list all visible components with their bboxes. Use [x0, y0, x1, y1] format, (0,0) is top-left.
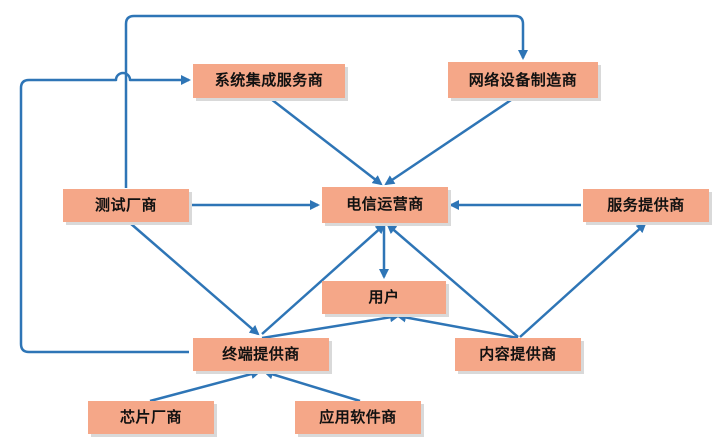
node-user: 用户 — [322, 281, 446, 314]
edge-zhongduan-to-xitong — [19, 71, 191, 354]
edge-zhongduan-to-dianxin — [261, 223, 386, 335]
node-network-equipment-maker: 网络设备制造商 — [448, 62, 598, 98]
edge-neirong-to-yonghu — [396, 312, 519, 340]
edge-zhongduan-to-yonghu — [261, 312, 400, 340]
edge-neirong-to-dianxin — [386, 223, 519, 338]
node-terminal-provider: 终端提供商 — [193, 338, 329, 371]
edge-ceshi-to-wangluo — [124, 14, 528, 188]
node-application-software-vendor: 应用软件商 — [295, 401, 421, 434]
edge-neirong-to-fuwu — [519, 222, 647, 338]
node-content-provider: 内容提供商 — [455, 338, 581, 371]
node-test-vendor: 测试厂商 — [63, 189, 189, 222]
node-telecom-operator: 电信运营商 — [322, 187, 448, 223]
node-chip-vendor: 芯片厂商 — [88, 401, 214, 434]
edge-xinpian-to-zhongduan — [149, 369, 261, 403]
edge-xitong-to-dianxin — [270, 98, 383, 186]
edge-ceshi-to-zhongduan — [129, 222, 260, 336]
edge-yingyong-to-zhongduan — [263, 369, 361, 403]
node-service-provider: 服务提供商 — [583, 189, 709, 222]
node-system-integration-provider: 系统集成服务商 — [193, 64, 345, 98]
edge-wangluo-to-dianxin — [384, 98, 512, 186]
